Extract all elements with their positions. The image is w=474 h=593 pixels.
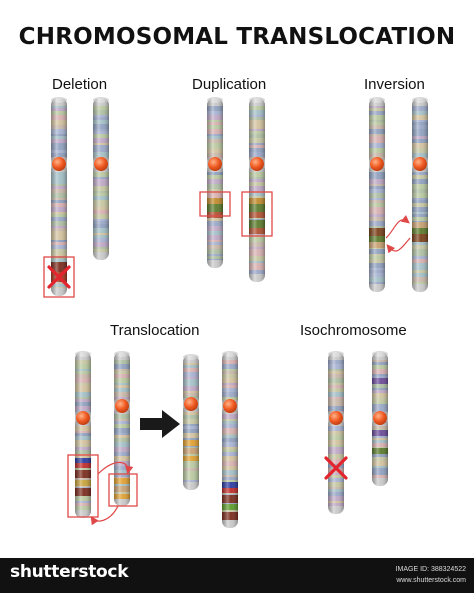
- label-inversion: Inversion: [364, 76, 425, 93]
- duplication-chromosome-left-centromere: [208, 157, 222, 171]
- translocation-before-left: [75, 351, 91, 518]
- label-duplication: Duplication: [192, 76, 267, 93]
- duplication-chromosome-right-shading: [249, 98, 265, 282]
- translocation-before-left-centromere: [76, 411, 90, 425]
- inversion-chromosome-left: [369, 97, 385, 292]
- isochromosome-mirrored: [372, 351, 388, 486]
- brand-logo: shutterstock: [10, 562, 129, 582]
- inversion-chromosome-right-centromere: [413, 157, 427, 171]
- deletion-chromosome-right-shading: [93, 98, 109, 260]
- isochromosome-cross-icon-stroke-b: [324, 456, 348, 480]
- deletion-chromosome-left: [51, 97, 67, 296]
- deletion-chromosome-left-shading: [51, 98, 67, 296]
- image-id: IMAGE ID: 388324522: [395, 566, 466, 573]
- translocation-after-right: [222, 351, 238, 528]
- translocation-after-right-shading: [222, 352, 238, 528]
- translocation-highlight-box-right: [108, 473, 138, 507]
- isochromosome-normal-centromere: [329, 411, 343, 425]
- duplication-chromosome-left: [207, 97, 223, 268]
- label-isochromosome: Isochromosome: [300, 322, 407, 339]
- inversion-chromosome-right-shading: [412, 98, 428, 292]
- translocation-after-left-centromere: [184, 397, 198, 411]
- translocation-after-right-centromere: [223, 399, 237, 413]
- translocation-after-left-shading: [183, 355, 199, 490]
- isochromosome-mirrored-centromere: [373, 411, 387, 425]
- footer-bar: shutterstock IMAGE ID: 388324522 www.shu…: [0, 558, 474, 593]
- deletion-chromosome-right: [93, 97, 109, 260]
- deletion-chromosome-right-centromere: [94, 157, 108, 171]
- translocation-highlight-box-left: [67, 454, 99, 518]
- deletion-cross-icon: [47, 265, 71, 289]
- page-title: CHROMOSOMAL TRANSLOCATION: [18, 24, 456, 50]
- duplication-highlight-box-left: [199, 191, 231, 217]
- duplication-highlight-box-right: [241, 191, 273, 237]
- duplication-chromosome-right: [249, 97, 265, 282]
- inversion-arrow-left-icon: [386, 237, 411, 254]
- duplication-chromosome-right-centromere: [250, 157, 264, 171]
- inversion-chromosome-left-shading: [369, 98, 385, 292]
- translocation-before-right-shading: [114, 352, 130, 506]
- isochromosome-cross-icon: [324, 456, 348, 480]
- deletion-highlight-box: [43, 256, 75, 298]
- label-translocation: Translocation: [110, 322, 200, 339]
- translocation-after-left: [183, 354, 199, 490]
- translocation-swap-arrow-bottom-icon: [90, 505, 119, 526]
- image-id-text: IMAGE ID: 388324522 www.shutterstock.com: [396, 564, 466, 586]
- label-deletion: Deletion: [52, 76, 108, 93]
- deletion-chromosome-left-centromere: [52, 157, 66, 171]
- deletion-cross-icon-stroke-b: [47, 265, 71, 289]
- inversion-chromosome-right: [412, 97, 428, 292]
- inversion-chromosome-left-centromere: [370, 157, 384, 171]
- inversion-arrow-right-icon: [385, 214, 410, 239]
- isochromosome-normal: [328, 351, 344, 514]
- transition-arrow-head: [162, 410, 180, 438]
- site-url: www.shutterstock.com: [396, 577, 466, 584]
- transition-arrow-shaft: [140, 418, 164, 430]
- translocation-before-right-centromere: [115, 399, 129, 413]
- translocation-swap-arrow-top-icon: [97, 461, 134, 475]
- duplication-chromosome-left-shading: [207, 98, 223, 268]
- translocation-before-right: [114, 351, 130, 506]
- translocation-before-left-shading: [75, 352, 91, 518]
- isochromosome-normal-shading: [328, 352, 344, 514]
- transition-arrow-icon: [140, 410, 180, 438]
